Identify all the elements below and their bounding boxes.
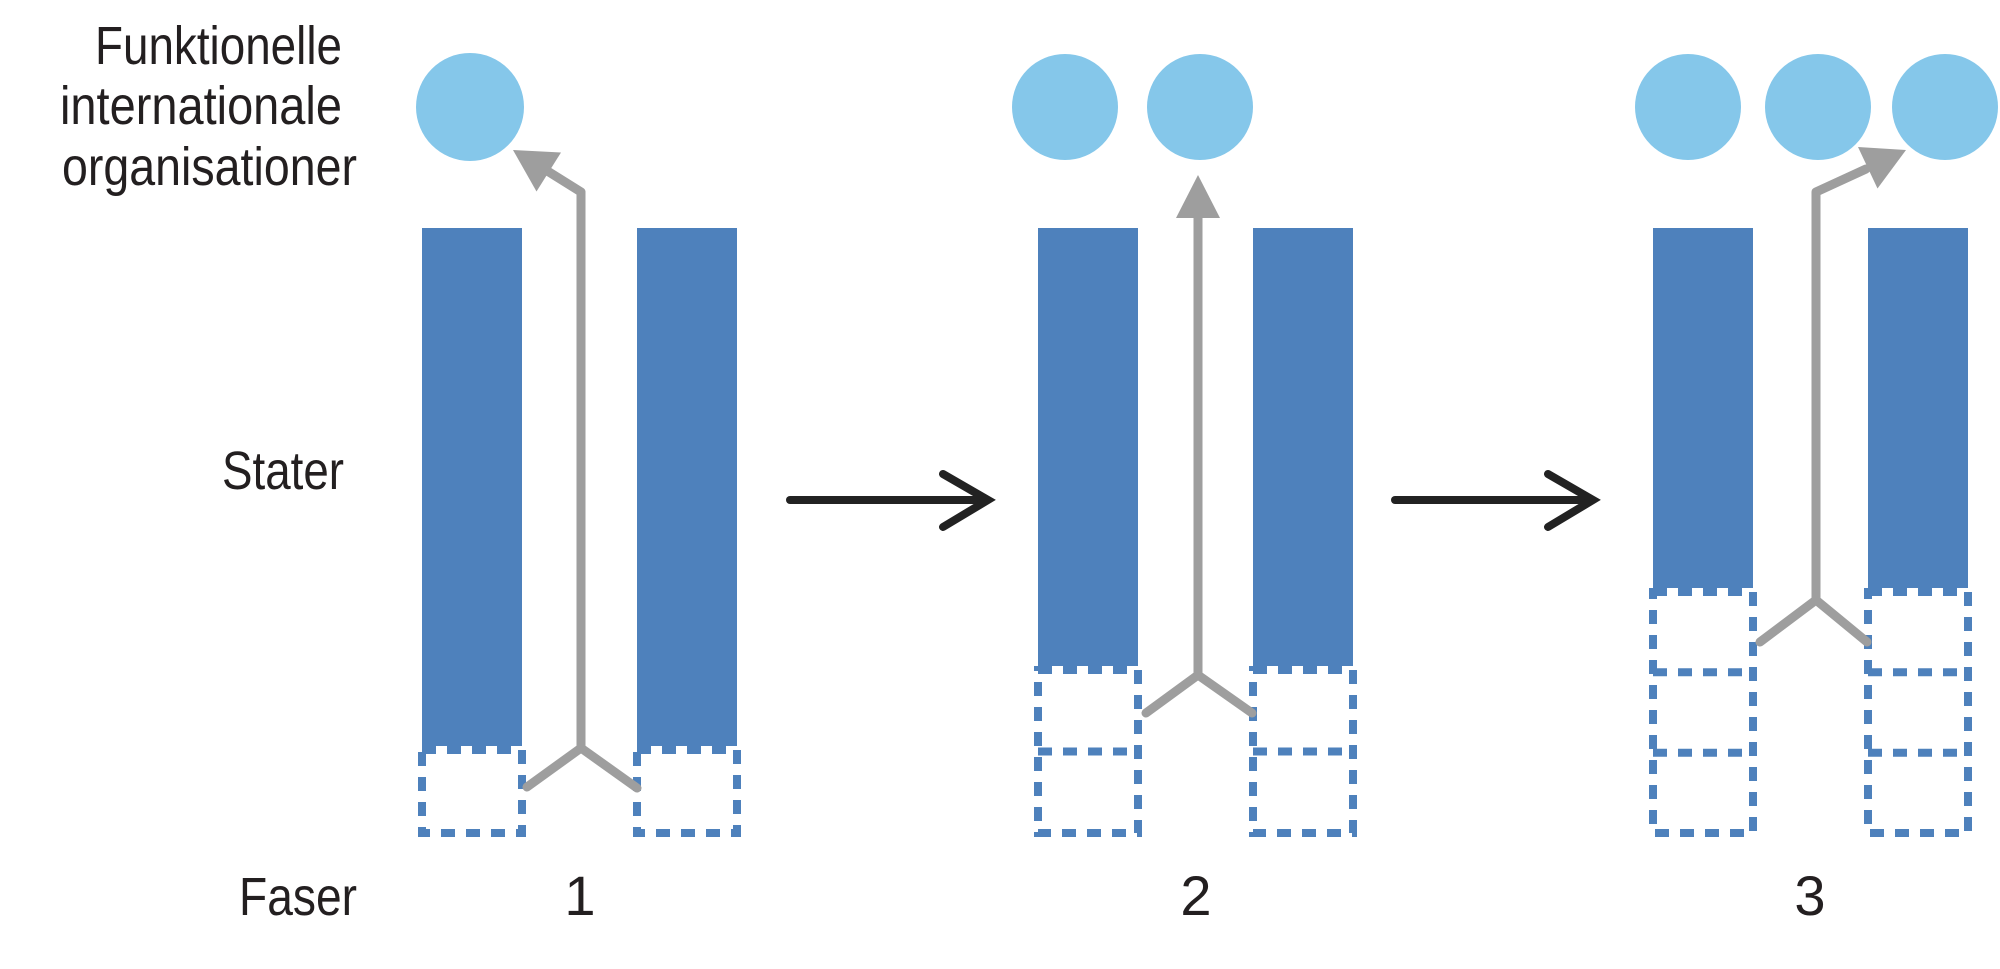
- spillover-arrow-line: [1141, 211, 1257, 718]
- state-bar-left: [1038, 228, 1138, 666]
- international-organisation-circle: [1012, 54, 1118, 160]
- international-organisation-circle: [1892, 54, 1998, 160]
- spillover-arrow: [513, 150, 642, 793]
- organisations-label-line1: Funktionelle: [95, 16, 342, 76]
- state-bar-left: [1653, 228, 1753, 588]
- state-bar-right: [1253, 228, 1353, 666]
- ceded-competence-dashed-box: [633, 746, 741, 837]
- phase-number: 3: [1794, 864, 1825, 927]
- international-organisation-circle: [1635, 54, 1741, 160]
- ceded-competence-dashed-box: [418, 746, 526, 837]
- state-bar-right: [1868, 228, 1968, 588]
- ceded-competence-dashed-box: [1864, 588, 1972, 837]
- transition-arrowhead: [939, 470, 996, 531]
- spillover-arrowhead: [1858, 147, 1906, 189]
- organisations-row-label: Funktionelle internationale organisation…: [60, 16, 357, 197]
- spillover-arrow-line: [522, 167, 642, 793]
- phase-number: 2: [1180, 864, 1211, 927]
- organisations-label-line3: organisationer: [62, 137, 357, 197]
- ceded-competence-dashed-box: [1649, 588, 1757, 837]
- international-organisation-circle: [1765, 54, 1871, 160]
- spillover-arrowhead: [513, 150, 561, 192]
- svg-text:Funktionelle internation: Funktionelle internationale organisation…: [60, 16, 357, 197]
- state-bar-right: [637, 228, 737, 746]
- organisations-label-line2: internationale: [60, 76, 342, 136]
- spillover-arrow: [1141, 175, 1257, 718]
- phase-1: 1: [416, 53, 741, 927]
- phase-number: 1: [564, 864, 595, 927]
- transition-arrowhead: [1544, 470, 1601, 531]
- phase-transition-arrow: [1391, 470, 1601, 531]
- state-bar-left: [422, 228, 522, 746]
- spillover-arrowhead: [1176, 175, 1220, 218]
- phase-3: 3: [1635, 54, 1998, 927]
- international-organisation-circle: [1147, 54, 1253, 160]
- phase-transition-arrow: [786, 470, 996, 531]
- states-row-label: Stater: [222, 441, 344, 501]
- phase-2: 2: [1012, 54, 1357, 927]
- international-organisation-circle: [416, 53, 524, 161]
- spillover-arrow: [1755, 147, 1906, 647]
- spillover-arrow-line: [1755, 164, 1872, 647]
- phases-axis-label: Faser: [239, 867, 357, 927]
